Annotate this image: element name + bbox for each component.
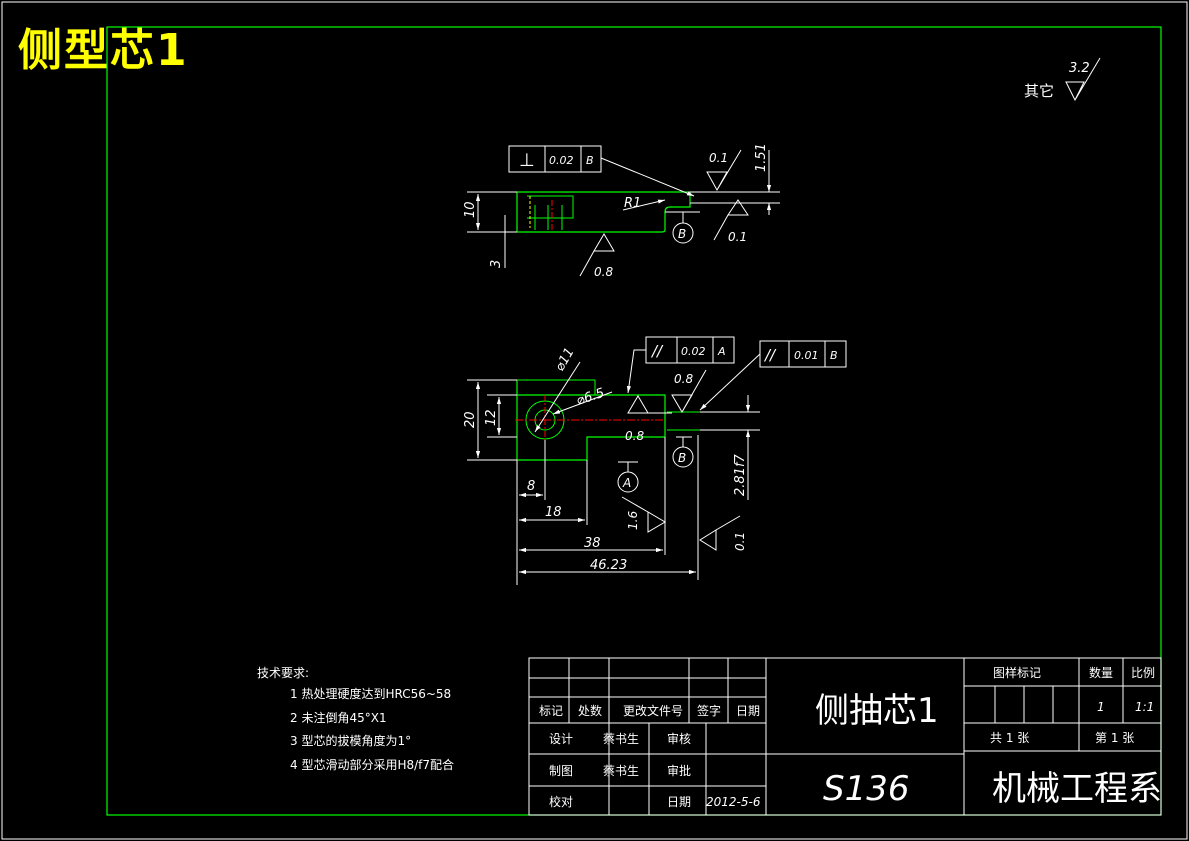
gdt-parallel-b-frame: // 0.01 B xyxy=(699,340,847,411)
front-dim-18: 18 xyxy=(545,505,562,520)
top-roughness-2: 0.1 xyxy=(728,230,747,244)
front-view: 20 12 ⌀11 ⌀6.5 8 18 38 46.23 2.81f7 xyxy=(463,336,847,585)
organization: 机械工程系 xyxy=(992,769,1162,809)
gdt-par-b-tolerance: 0.01 xyxy=(794,349,819,362)
front-datum-b: B xyxy=(678,451,686,465)
front-dim-8: 8 xyxy=(527,479,535,494)
row-3-role2: 日期 xyxy=(667,795,691,809)
front-dia-outer: ⌀11 xyxy=(552,345,577,374)
top-dim-height: 10 xyxy=(463,201,478,218)
front-roughness-1: 0.8 xyxy=(625,429,644,443)
roughness-other: 其它 3.2 xyxy=(1024,57,1101,102)
front-roughness-4: 0.1 xyxy=(733,532,747,551)
top-roughness-1: 0.1 xyxy=(709,151,728,165)
gdt-perp-tolerance: 0.02 xyxy=(549,154,574,167)
gdt-par-b-datum: B xyxy=(830,349,838,362)
front-roughness-3: 1.6 xyxy=(626,511,640,530)
front-dim-height: 20 xyxy=(463,411,478,428)
rev-header-1: 标记 xyxy=(539,704,563,718)
gdt-perp-symbol: ⊥ xyxy=(519,150,535,171)
row-1-name: 蔡书生 xyxy=(603,732,639,746)
gdt-par-a-symbol: // xyxy=(650,342,664,360)
tech-item-3: 3 型芯的拔模角度为1° xyxy=(290,733,411,748)
roughness-other-label: 其它 xyxy=(1024,82,1054,100)
front-dim-46: 46.23 xyxy=(590,558,627,573)
scale-label: 比例 xyxy=(1131,666,1155,680)
roughness-other-value: 3.2 xyxy=(1069,61,1090,76)
drawing-number: S136 xyxy=(823,769,909,809)
sheet-number: 第 1 张 xyxy=(1095,731,1134,745)
front-dim-inner-height: 12 xyxy=(484,409,499,426)
rev-header-2: 处数 xyxy=(578,703,602,718)
front-dim-38: 38 xyxy=(584,536,601,551)
tech-item-2: 2 未注倒角45°X1 xyxy=(290,710,387,725)
row-1-role: 设计 xyxy=(549,732,573,746)
tech-item-1: 1 热处理硬度达到HRC56~58 xyxy=(290,686,451,701)
tech-heading: 技术要求: xyxy=(257,666,309,680)
gdt-par-a-tolerance: 0.02 xyxy=(681,345,706,358)
row-3-role: 校对 xyxy=(549,794,573,809)
row-2-name: 蔡书生 xyxy=(603,764,639,778)
front-fit: 2.81f7 xyxy=(733,453,748,496)
row-3-date: 2012-5-6 xyxy=(706,795,761,809)
top-roughness-3: 0.8 xyxy=(594,265,613,279)
qty-label: 数量 xyxy=(1089,665,1113,680)
sheet-title: 侧型芯1 xyxy=(18,25,189,76)
top-dim-offset: 3 xyxy=(489,260,504,268)
gdt-par-b-symbol: // xyxy=(763,346,777,364)
rev-header-5: 日期 xyxy=(736,704,760,718)
row-2-role2: 审批 xyxy=(667,763,691,778)
front-roughness-2: 0.8 xyxy=(674,372,693,386)
tech-requirements: 技术要求: 1 热处理硬度达到HRC56~58 2 未注倒角45°X1 3 型芯… xyxy=(257,666,454,772)
gdt-perp-datum: B xyxy=(586,154,594,167)
top-radius: R1 xyxy=(624,196,641,211)
part-name: 侧抽芯1 xyxy=(815,691,939,731)
rev-header-4: 签字 xyxy=(697,703,721,718)
top-datum-b: B xyxy=(678,227,686,241)
title-block-text: 标记 处数 更改文件号 签字 日期 设计 蔡书生 审核 制图 蔡书生 审批 校对… xyxy=(539,665,1162,809)
front-datum-a: A xyxy=(622,476,631,490)
tech-item-4: 4 型芯滑动部分采用H8/f7配合 xyxy=(290,757,454,772)
front-dia-inner: ⌀6.5 xyxy=(575,386,607,409)
title-block xyxy=(528,657,1162,816)
scale-value: 1:1 xyxy=(1135,700,1154,714)
top-dim-thickness: 1.51 xyxy=(754,143,769,172)
gdt-perpendicular-frame: ⊥ 0.02 B xyxy=(508,145,695,197)
total-sheets: 共 1 张 xyxy=(990,731,1029,745)
top-view: 10 3 1.51 R1 ⊥ 0.02 B 0.1 0.1 0.8 xyxy=(463,143,780,279)
row-2-role: 制图 xyxy=(549,764,573,778)
gdt-par-a-datum: A xyxy=(717,345,726,358)
gdt-parallel-a-frame: // 0.02 A xyxy=(626,336,735,394)
stage-label: 图样标记 xyxy=(993,665,1041,680)
row-1-role2: 审核 xyxy=(667,731,691,746)
rev-header-3: 更改文件号 xyxy=(623,703,683,718)
qty-value: 1 xyxy=(1097,700,1105,714)
